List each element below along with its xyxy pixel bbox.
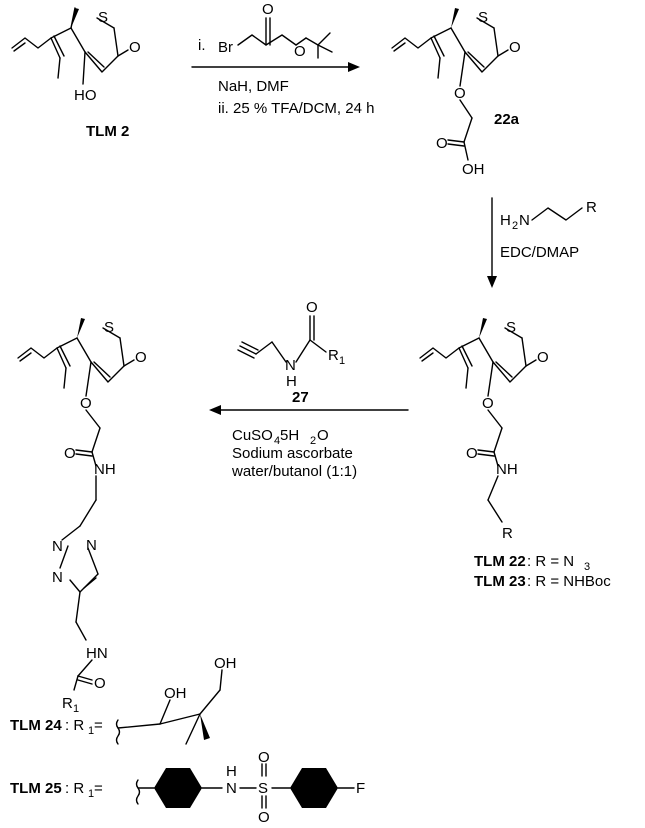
step3-cond3: water/butanol (1:1) (231, 463, 357, 480)
tlm2-s: S (98, 9, 108, 26)
22a-o2: O (454, 85, 466, 102)
step2-sub2: 2 (512, 220, 518, 232)
tlm24-bold: TLM 24 (10, 717, 62, 734)
tlm25-n: N (226, 780, 237, 797)
step2-n: N (519, 212, 530, 229)
compound-product: S O O O NH N N N HN O R 1 (17, 318, 147, 715)
27-h: H (286, 373, 297, 390)
step3: O N H R 1 27 CuSO 4 5H 2 O Sodium ascorb… (209, 299, 409, 480)
tlm22-r: R (502, 525, 513, 542)
tlm25-h: H (226, 763, 237, 780)
tlm25-f: F (356, 780, 365, 797)
22a-oh: OH (462, 161, 485, 178)
step2-h: H (500, 212, 511, 229)
product-o4: O (94, 675, 106, 692)
product-o3: O (64, 445, 76, 462)
tlm24-oh1: OH (164, 685, 187, 702)
tlm23-line2-rest: : R = NHBoc (527, 573, 611, 590)
27-n: N (285, 357, 296, 374)
tlm25-bold: TLM 25 (10, 780, 62, 797)
compound-tlm25: TLM 25 : R 1 = H N S O O F (10, 749, 365, 826)
step1-cond2: ii. 25 % TFA/DCM, 24 h (218, 100, 374, 117)
tlm23-line2-bold: TLM 23 (474, 573, 526, 590)
reagent-o: O (262, 1, 274, 18)
22a-o3: O (436, 135, 448, 152)
tlm22-s: S (506, 319, 516, 336)
reagent-br: Br (218, 39, 233, 56)
tlm2-label: TLM 2 (86, 123, 129, 140)
product-rsub: 1 (73, 703, 79, 715)
compound-22a: S O O O OH 22a (391, 8, 521, 178)
reagent-o2: O (294, 43, 306, 60)
product-o2: O (80, 395, 92, 412)
compound-tlm22: S O O O NH R TLM 22 : R = N 3 TLM 23 : R… (419, 318, 611, 590)
tlm22-line1-rest: : R = N (527, 553, 574, 570)
27-o: O (306, 299, 318, 316)
27-label: 27 (292, 389, 309, 406)
tlm25-sub: 1 (88, 788, 94, 800)
tlm24-sub: 1 (88, 725, 94, 737)
product-r: R (62, 695, 73, 712)
product-n2: N (86, 537, 97, 554)
step3-cond2: Sodium ascorbate (232, 445, 353, 462)
tlm22-line1-sub: 3 (584, 561, 590, 573)
tlm22-o2: O (482, 395, 494, 412)
tlm24-rest: : R (65, 717, 84, 734)
compound-tlm24: TLM 24 : R 1 = OH OH (10, 655, 237, 745)
tlm25-s: S (258, 780, 268, 797)
product-n1: N (52, 538, 63, 555)
step2-cond: EDC/DMAP (500, 244, 579, 261)
tlm25-eq: = (94, 780, 103, 797)
tlm24-oh2: OH (214, 655, 237, 672)
step3-cond1b: 5H (280, 427, 299, 444)
product-nh: NH (94, 461, 116, 478)
22a-s: S (478, 9, 488, 26)
step1: i. Br O O NaH, DMF ii. 25 % TFA/DCM, 24 … (191, 1, 374, 117)
tlm22-line1-bold: TLM 22 (474, 553, 526, 570)
step3-cond1c: O (317, 427, 329, 444)
product-n3: N (52, 569, 63, 586)
tlm25-rest: : R (65, 780, 84, 797)
27-rsub: 1 (339, 355, 345, 367)
tlm2-o: O (129, 39, 141, 56)
step1-cond1: NaH, DMF (218, 78, 289, 95)
compound-tlm2: S O HO TLM 2 (11, 7, 141, 140)
product-hn: HN (86, 645, 108, 662)
step3-cond1sub2: 2 (310, 435, 316, 447)
22a-label: 22a (494, 111, 520, 128)
27-r: R (328, 347, 339, 364)
step2-r: R (586, 199, 597, 216)
tlm22-o3: O (466, 445, 478, 462)
step3-cond1sub: 4 (274, 435, 280, 447)
tlm2-ho: HO (74, 87, 97, 104)
tlm25-o2: O (258, 809, 270, 826)
tlm24-eq: = (94, 717, 103, 734)
22a-o: O (509, 39, 521, 56)
step2: H 2 N R EDC/DMAP (487, 197, 597, 288)
product-s: S (104, 319, 114, 336)
product-o: O (135, 349, 147, 366)
tlm25-o1: O (258, 749, 270, 766)
step1-label-i: i. (198, 37, 206, 54)
tlm22-o: O (537, 349, 549, 366)
tlm22-nh: NH (496, 461, 518, 478)
step3-cond1a: CuSO (232, 427, 273, 444)
